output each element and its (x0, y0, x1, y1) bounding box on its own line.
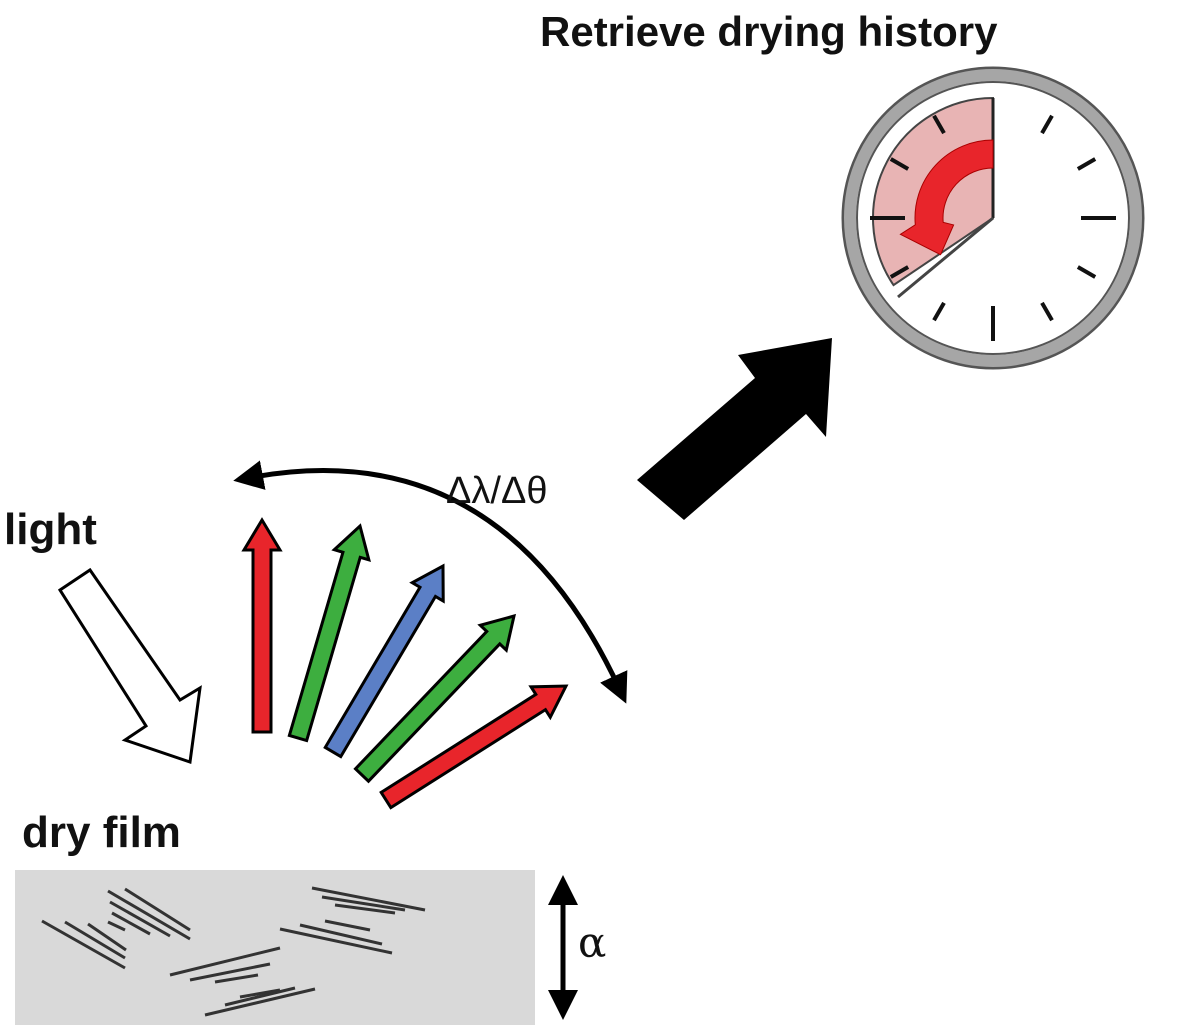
alpha-label: α (578, 918, 607, 967)
platelet-line (169, 946, 281, 977)
platelet-line (324, 919, 371, 932)
film-label: dry film (22, 808, 181, 857)
platelet-line (214, 973, 259, 984)
clock-tick (932, 301, 946, 322)
platelet-line (124, 887, 191, 932)
platelet-clusters (41, 886, 426, 1017)
platelet-line (279, 927, 393, 955)
retrieve-arrow-icon (637, 338, 832, 520)
platelet-line (107, 889, 191, 941)
platelet-line (87, 922, 127, 952)
platelet-line (239, 988, 281, 999)
platelet-line (204, 987, 316, 1017)
platelet-line (224, 986, 296, 1007)
clock-tick (1040, 301, 1054, 322)
reflected-arrow-red (241, 517, 283, 734)
platelet-line (299, 923, 383, 946)
clock-hand-end (897, 216, 994, 299)
platelet-line (321, 895, 406, 912)
clock-tick (932, 114, 946, 135)
platelet-line (64, 920, 126, 960)
clock-icon (841, 66, 1145, 370)
reflected-arrows (241, 517, 569, 810)
incident-light-arrow-icon (57, 567, 202, 765)
title: Retrieve drying history (540, 8, 998, 55)
angle-shift-double-arrow-icon (233, 460, 628, 704)
platelet-line (111, 911, 151, 936)
shift-label: Δλ/Δθ (446, 470, 548, 512)
platelet-line (311, 886, 426, 912)
platelet-line (41, 919, 126, 970)
rewind-arrow-icon (899, 139, 994, 256)
clock-ticks (870, 114, 1116, 341)
reflected-arrow-green (353, 613, 517, 784)
platelet-line (334, 903, 396, 915)
clock-tick (1040, 114, 1054, 135)
clock-tick (1076, 157, 1097, 171)
reflected-arrow-green (287, 523, 371, 743)
light-label: light (4, 505, 97, 554)
platelet-line (107, 920, 126, 932)
platelet-line (109, 900, 171, 938)
dry-film-layer (15, 870, 535, 1025)
reflected-arrow-blue (323, 563, 445, 759)
clock-tick (1076, 265, 1097, 279)
reflected-arrow-red (379, 684, 569, 810)
platelet-line (189, 962, 271, 982)
clock-tick (889, 265, 910, 279)
clock-tick (889, 157, 910, 171)
clock-rim (844, 69, 1142, 367)
